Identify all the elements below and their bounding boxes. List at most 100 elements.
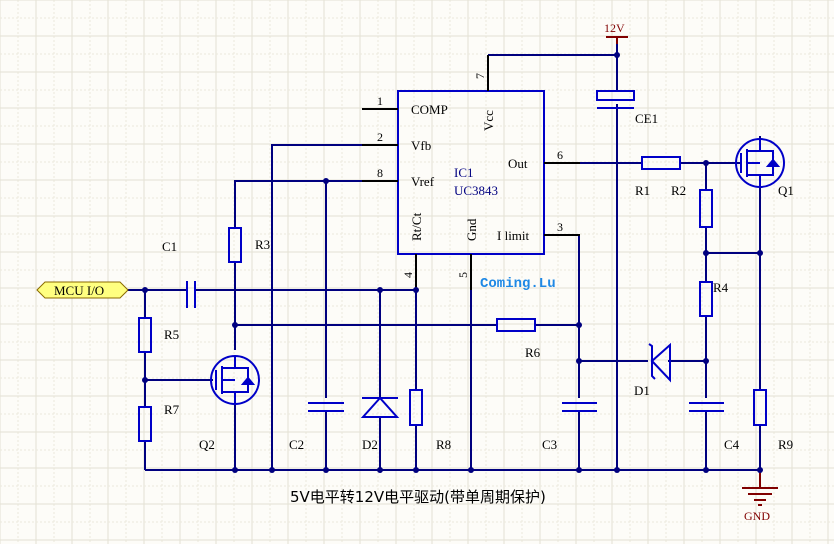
power-port-12v[interactable]: 12V	[604, 21, 628, 44]
label-r2: R2	[671, 183, 686, 198]
label-c4: C4	[724, 437, 740, 452]
junction	[413, 467, 419, 473]
pin-num-5: 5	[456, 272, 470, 278]
label-r9: R9	[778, 437, 793, 452]
d1-triangle	[650, 342, 671, 383]
resistor-r5[interactable]: R5	[138, 317, 179, 353]
pin-name-vfb: Vfb	[411, 138, 431, 153]
junction	[142, 377, 148, 383]
resistor-r8[interactable]: R8	[409, 389, 451, 452]
label-c1: C1	[162, 239, 177, 254]
r8-body	[409, 389, 423, 426]
ic1-uc3843[interactable]: 1 2 8 4 5 7 6 3 COMP Vfb Vref Rt/Ct Gnd …	[362, 55, 580, 290]
junction	[377, 467, 383, 473]
diode-d2[interactable]: D2	[360, 396, 400, 452]
pin-num-6: 6	[557, 148, 563, 162]
q1-diode	[765, 158, 781, 167]
pin-name-gnd: Gnd	[464, 218, 479, 241]
capacitor-c1[interactable]: C1	[162, 239, 196, 308]
junction	[576, 322, 582, 328]
junction	[413, 287, 419, 293]
label-d2: D2	[362, 437, 378, 452]
pin-num-2: 2	[377, 130, 383, 144]
junction	[468, 467, 474, 473]
junction	[614, 467, 620, 473]
capacitor-c3[interactable]: C3	[542, 402, 597, 452]
wire-vref	[234, 180, 362, 228]
pin-name-out: Out	[508, 156, 528, 171]
ce1-plate-pos	[596, 90, 635, 101]
resistor-r9[interactable]: R9	[753, 389, 793, 452]
junction	[757, 250, 763, 256]
wire-vfb	[271, 144, 362, 470]
r6-body	[496, 318, 536, 332]
schematic-title: 5V电平转12V电平驱动(带单周期保护)	[290, 488, 546, 506]
junction	[377, 287, 383, 293]
resistor-r1[interactable]: R1	[635, 156, 681, 198]
pin-name-comp: COMP	[411, 102, 448, 117]
r7-body	[138, 406, 152, 442]
resistor-r7[interactable]: R7	[138, 402, 180, 442]
label-r8: R8	[436, 437, 451, 452]
label-r5: R5	[164, 327, 179, 342]
resistor-r2[interactable]: R2	[671, 183, 713, 228]
capacitor-ce1[interactable]: CE1	[596, 90, 658, 126]
pin-name-vcc: Vcc	[481, 110, 496, 131]
ic-designator: IC1	[454, 165, 474, 180]
junction	[614, 52, 620, 58]
gnd-label: GND	[744, 509, 770, 523]
label-r4: R4	[713, 280, 729, 295]
r4-body	[699, 281, 713, 317]
junction	[703, 160, 709, 166]
mcu-io-port[interactable]: MCU I/O	[36, 281, 129, 299]
vcc-label: 12V	[604, 21, 625, 35]
junction	[703, 250, 709, 256]
q2-diode	[240, 376, 256, 385]
author-watermark: Coming.Lu	[480, 276, 556, 292]
diode-d1[interactable]: D1	[634, 342, 671, 398]
junction	[576, 358, 582, 364]
pin-num-4: 4	[401, 272, 415, 278]
resistor-r3[interactable]: R3	[228, 227, 270, 263]
pin-num-7: 7	[473, 73, 487, 79]
r2-body	[699, 189, 713, 228]
junction	[232, 467, 238, 473]
capacitor-c2[interactable]: C2	[289, 402, 344, 452]
r3-body	[228, 227, 242, 263]
mosfet-q1[interactable]: Q1	[735, 138, 794, 198]
ground-symbol[interactable]: GND	[742, 472, 778, 523]
label-q1: Q1	[778, 183, 794, 198]
junction	[576, 467, 582, 473]
pin-num-3: 3	[557, 220, 563, 234]
label-r1: R1	[635, 183, 650, 198]
junction	[232, 322, 238, 328]
junction	[757, 467, 763, 473]
label-r6: R6	[525, 345, 541, 360]
label-q2: Q2	[199, 437, 215, 452]
d1-zener-bar	[648, 343, 656, 380]
pin-name-ilimit: I limit	[497, 228, 530, 243]
q1-circle	[735, 138, 785, 188]
junction	[703, 358, 709, 364]
resistor-r4[interactable]: R4	[699, 280, 729, 317]
label-c3: C3	[542, 437, 557, 452]
junction	[269, 467, 275, 473]
wires	[126, 40, 761, 471]
junction	[142, 287, 148, 293]
junctions	[142, 52, 763, 473]
r1-body	[641, 156, 681, 170]
junction	[323, 467, 329, 473]
mosfet-q2[interactable]: Q2	[199, 355, 260, 452]
resistor-r6[interactable]: R6	[496, 318, 541, 360]
pin-num-8: 8	[377, 166, 383, 180]
junction	[323, 178, 329, 184]
ic-part-number: UC3843	[454, 183, 498, 198]
label-r7: R7	[164, 402, 180, 417]
port-label: MCU I/O	[54, 283, 104, 298]
label-c2: C2	[289, 437, 304, 452]
capacitor-c4[interactable]: C4	[689, 402, 740, 452]
port-shape	[36, 281, 129, 299]
d2-triangle	[360, 396, 400, 418]
r5-body	[138, 317, 152, 353]
